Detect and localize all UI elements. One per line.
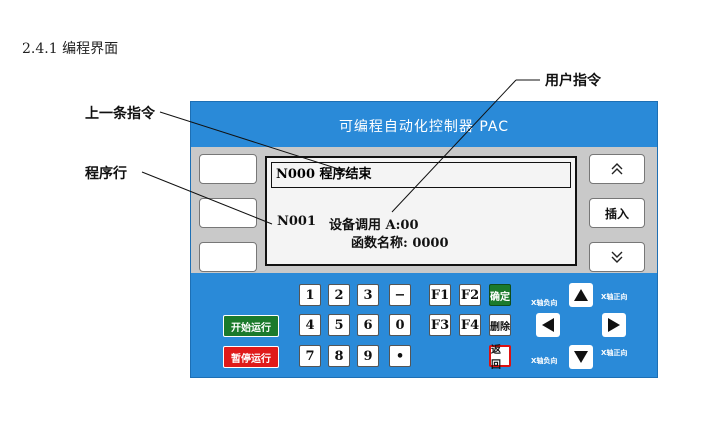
- confirm-button[interactable]: 确定: [489, 284, 511, 306]
- key-3[interactable]: 3: [357, 284, 379, 306]
- soft-key-3[interactable]: [199, 242, 257, 272]
- key-5[interactable]: 5: [328, 314, 350, 336]
- double-chevron-down-icon: [611, 251, 623, 263]
- screen-function-name: 函数名称: 0000: [351, 236, 449, 251]
- soft-key-1[interactable]: [199, 154, 257, 184]
- key-dot[interactable]: •: [389, 345, 411, 367]
- callout-program-line: 程序行: [85, 166, 127, 182]
- leader-program-line: [141, 171, 273, 225]
- key-8[interactable]: 8: [328, 345, 350, 367]
- down-arrow-button[interactable]: [569, 345, 593, 369]
- key-f1[interactable]: F1: [429, 284, 451, 306]
- screen-line-number: N001: [277, 214, 317, 229]
- axis-label-x-pos-top: X轴正向: [601, 293, 628, 301]
- pause-run-button[interactable]: 暂停运行: [223, 346, 279, 368]
- callout-previous-instruction: 上一条指令: [85, 106, 155, 122]
- triangle-left-icon: [542, 318, 554, 332]
- triangle-down-icon: [574, 351, 588, 363]
- callout-user-instruction: 用户指令: [545, 73, 601, 89]
- key-f2[interactable]: F2: [459, 284, 481, 306]
- axis-label-x-neg-top: X轴负向: [531, 299, 558, 307]
- key-f4[interactable]: F4: [459, 314, 481, 336]
- panel-title: 可编程自动化控制器 PAC: [338, 119, 510, 135]
- screen-previous-line: N000 程序结束: [271, 162, 571, 188]
- key-2[interactable]: 2: [328, 284, 350, 306]
- leader-user-instruction: [391, 79, 517, 213]
- key-0[interactable]: 0: [389, 314, 411, 336]
- key-6[interactable]: 6: [357, 314, 379, 336]
- key-4[interactable]: 4: [299, 314, 321, 336]
- screen-command: 设备调用 A:00: [329, 218, 419, 233]
- axis-label-x-neg-bottom: X轴负向: [531, 357, 558, 365]
- pac-panel: 可编程自动化控制器 PAC N000 程序结束 N001 设备调用 A:00 函…: [190, 101, 658, 378]
- left-arrow-button[interactable]: [536, 313, 560, 337]
- soft-key-2[interactable]: [199, 198, 257, 228]
- up-arrow-button[interactable]: [569, 283, 593, 307]
- key-f3[interactable]: F3: [429, 314, 451, 336]
- right-arrow-button[interactable]: [602, 313, 626, 337]
- triangle-up-icon: [574, 289, 588, 301]
- key-1[interactable]: 1: [299, 284, 321, 306]
- start-run-button[interactable]: 开始运行: [223, 315, 279, 337]
- lcd-screen: N000 程序结束 N001 设备调用 A:00 函数名称: 0000: [265, 156, 577, 266]
- leader-previous-instruction: [159, 111, 349, 173]
- section-heading: 2.4.1 编程界面: [22, 41, 119, 57]
- axis-label-x-pos-bottom: X轴正向: [601, 349, 628, 357]
- insert-button[interactable]: 插入: [589, 198, 645, 228]
- back-button[interactable]: 返回: [489, 345, 511, 371]
- triangle-right-icon: [608, 318, 620, 332]
- key-7[interactable]: 7: [299, 345, 321, 367]
- key-minus[interactable]: −: [389, 284, 411, 306]
- delete-button[interactable]: 删除: [489, 314, 511, 336]
- page-down-button[interactable]: [589, 242, 645, 272]
- page-up-button[interactable]: [589, 154, 645, 184]
- double-chevron-up-icon: [611, 163, 623, 175]
- key-9[interactable]: 9: [357, 345, 379, 367]
